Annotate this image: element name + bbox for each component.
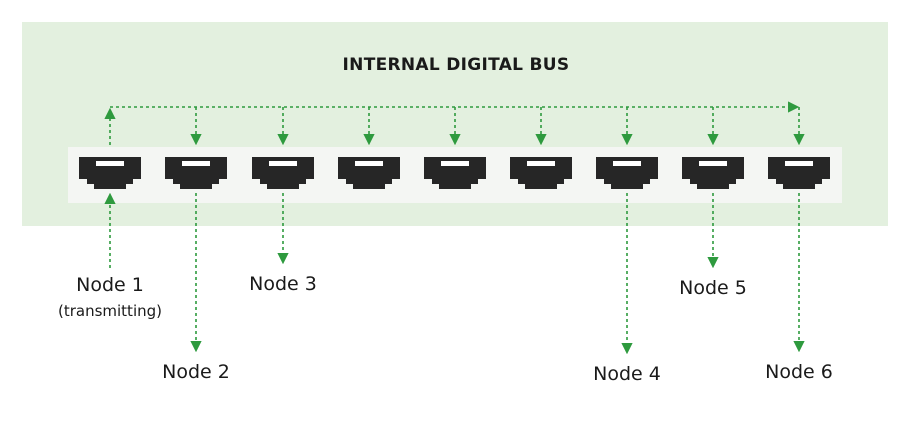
ethernet-port-icon — [596, 157, 658, 189]
port-body — [768, 157, 830, 189]
node-label: Node 1 — [76, 274, 144, 296]
port-body — [165, 157, 227, 189]
node-label: Node 2 — [162, 361, 230, 383]
port-contact-slot — [613, 161, 641, 166]
node-sublabel: (transmitting) — [58, 302, 162, 320]
port-contact-slot — [441, 161, 469, 166]
port-body — [424, 157, 486, 189]
port-body — [510, 157, 572, 189]
bus-title: INTERNAL DIGITAL BUS — [343, 55, 570, 75]
port-body — [596, 157, 658, 189]
ethernet-port-icon — [510, 157, 572, 189]
node-label: Node 6 — [765, 361, 833, 383]
port-contact-slot — [269, 161, 297, 166]
port-body — [79, 157, 141, 189]
port-contact-slot — [699, 161, 727, 166]
node-labels: Node 1 (transmitting) Node 2 Node 3 Node 4 No… — [58, 273, 833, 385]
port-contact-slot — [785, 161, 813, 166]
node-label: Node 4 — [593, 363, 661, 385]
ethernet-port-icon — [79, 157, 141, 189]
port-body — [252, 157, 314, 189]
ethernet-port-icon — [338, 157, 400, 189]
port-contact-slot — [96, 161, 124, 166]
port-contact-slot — [182, 161, 210, 166]
connection-lines — [104, 101, 805, 355]
ethernet-port-icon — [682, 157, 744, 189]
port-contact-slot — [527, 161, 555, 166]
node-label: Node 5 — [679, 277, 747, 299]
ethernet-port-icon — [768, 157, 830, 189]
ethernet-port-icon — [252, 157, 314, 189]
watermark: 头条 @智能化弱电工程分享 — [618, 389, 877, 413]
ethernet-port-icon — [165, 157, 227, 189]
port-contact-slot — [355, 161, 383, 166]
ethernet-port-icon — [424, 157, 486, 189]
port-row — [79, 157, 830, 189]
node-label: Node 3 — [249, 273, 317, 295]
port-body — [338, 157, 400, 189]
port-body — [682, 157, 744, 189]
